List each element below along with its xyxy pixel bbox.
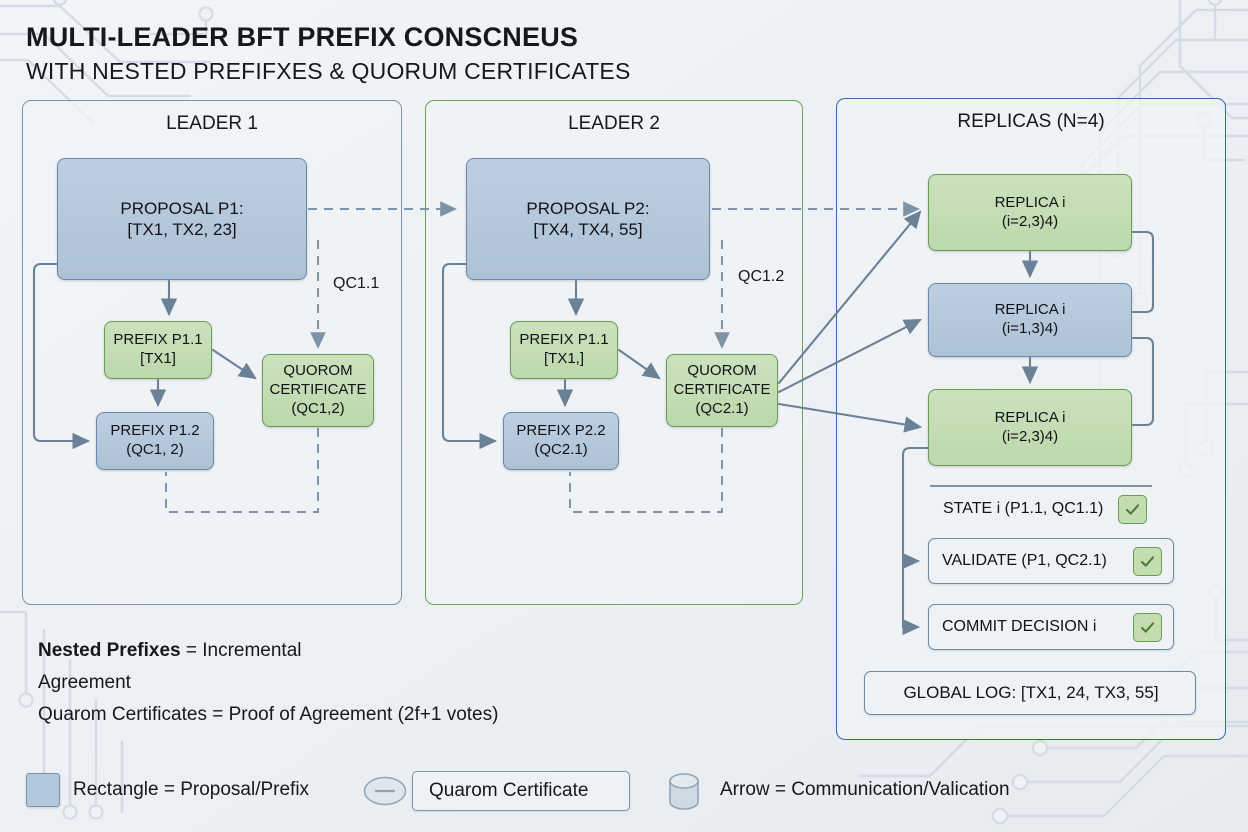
leader2-quorum-certificate-box[interactable]: QUOROM CERTIFICATE (QC2.1) [666, 354, 778, 427]
replica-node-2-line1: REPLICA i [994, 301, 1066, 319]
leader1-prefix-p12-line2: (QC1, 2) [126, 441, 184, 458]
check-icon-state [1118, 494, 1147, 524]
global-log-label: GLOBAL LOG: [TX1, 24, TX3, 55] [903, 683, 1159, 702]
replicas-commit-label: COMMIT DECISION i [942, 618, 1097, 635]
leader2-prefix-p22-line1: PREFIX P2.2 [516, 422, 606, 440]
replicas-divider [930, 485, 1152, 487]
leader2-proposal-line1: PROPOSAL P2: [526, 198, 650, 218]
note-line-1-term: Nested Prefixes [38, 640, 181, 661]
legend-arrow-label: Arrow = Communication/Valication [720, 779, 1010, 800]
note-line-3: Quarom Certificates = Proof of Agreement… [38, 704, 499, 725]
leader1-qc-line1: QUOROM [283, 362, 353, 380]
leader2-qc-edge-label: QC1.2 [738, 268, 785, 285]
leader1-prefix-p12-box[interactable]: PREFIX P1.2 (QC1, 2) [96, 412, 214, 470]
replica-node-3-line1: REPLICA i [994, 408, 1066, 426]
leader2-prefix-p11-box[interactable]: PREFIX P1.1 [TX1,] [510, 321, 618, 379]
replica-node-1-line1: REPLICA i [994, 193, 1066, 211]
page-title: MULTI-LEADER BFT PREFIX CONSCNEUS [26, 22, 579, 52]
leader1-proposal-box[interactable]: PROPOSAL P1: [TX1, TX2, 23] [57, 158, 307, 280]
replicas-validate-row[interactable]: VALIDATE (P1, QC2.1) [928, 538, 1174, 584]
leader2-proposal-box[interactable]: PROPOSAL P2: [TX4, TX4, 55] [466, 158, 710, 280]
leader2-prefix-p11-line1: PREFIX P1.1 [519, 331, 609, 349]
database-cylinder-icon [669, 773, 699, 810]
global-log-box[interactable]: GLOBAL LOG: [TX1, 24, TX3, 55] [864, 671, 1196, 715]
legend-ellipse-icon [363, 776, 407, 806]
leader1-proposal-line2: [TX1, TX2, 23] [127, 220, 237, 239]
leader1-quorum-certificate-box[interactable]: QUOROM CERTIFICATE (QC1,2) [262, 354, 374, 427]
check-icon-validate [1133, 546, 1162, 576]
replica-node-2-line2: (i=1,3)4) [1001, 320, 1059, 337]
replicas-state-row: STATE i (P1.1, QC1.1) [930, 492, 1158, 526]
panel-leader-2-title: LEADER 2 [568, 113, 660, 134]
leader1-prefix-p11-box[interactable]: PREFIX P1.1 [TX1] [104, 321, 212, 379]
legend-certificate-box[interactable]: Quarom Certificate [412, 771, 630, 811]
replica-node-1[interactable]: REPLICA i (i=2,3)4) [928, 174, 1132, 251]
leader2-qc-line2: CERTIFICATE [673, 381, 771, 399]
replicas-validate-label: VALIDATE (P1, QC2.1) [942, 552, 1107, 569]
leader1-qc-line2: CERTIFICATE [269, 381, 367, 399]
replicas-commit-row[interactable]: COMMIT DECISION i [928, 604, 1174, 650]
leader1-qc-line3: (QC1,2) [291, 399, 345, 417]
replica-node-3[interactable]: REPLICA i (i=2,3)4) [928, 389, 1132, 466]
check-icon-commit [1133, 612, 1162, 642]
legend-rectangle-label: Rectangle = Proposal/Prefix [73, 779, 310, 800]
page-subtitle: WITH NESTED PREFIFXES & QUORUM CERTIFICA… [26, 58, 631, 84]
replicas-state-label: STATE i (P1.1, QC1.1) [943, 500, 1104, 517]
leader1-qc-edge-label: QC1.1 [333, 275, 380, 292]
leader1-proposal-line1: PROPOSAL P1: [120, 198, 244, 218]
panel-replicas-title: REPLICAS (N=4) [957, 111, 1105, 132]
leader1-prefix-p11-line2: [TX1] [140, 350, 176, 367]
panel-leader-1-title: LEADER 1 [166, 113, 258, 134]
note-line-1-rest: = Incremental [180, 640, 302, 661]
replica-node-1-line2: (i=2,3)4) [1001, 212, 1059, 230]
note-line-1: Nested Prefixes = Incremental [38, 640, 302, 662]
note-line-2: Agreement [38, 672, 131, 693]
leader2-prefix-p11-line2: [TX1,] [543, 350, 584, 367]
replica-node-2[interactable]: REPLICA i (i=1,3)4) [928, 283, 1132, 357]
leader1-prefix-p12-line1: PREFIX P1.2 [110, 422, 200, 440]
legend-rectangle-swatch [26, 773, 60, 807]
leader2-prefix-p22-box[interactable]: PREFIX P2.2 (QC2.1) [503, 412, 619, 470]
leader1-prefix-p11-line1: PREFIX P1.1 [113, 331, 203, 349]
leader2-prefix-p22-line2: (QC2.1) [534, 441, 588, 458]
leader2-qc-line1: QUOROM [687, 362, 757, 380]
leader2-proposal-line2: [TX4, TX4, 55] [533, 220, 643, 239]
legend-certificate-label: Quarom Certificate [429, 780, 589, 801]
leader2-qc-line3: (QC2.1) [695, 399, 749, 417]
replica-node-3-line2: (i=2,3)4) [1001, 427, 1059, 445]
